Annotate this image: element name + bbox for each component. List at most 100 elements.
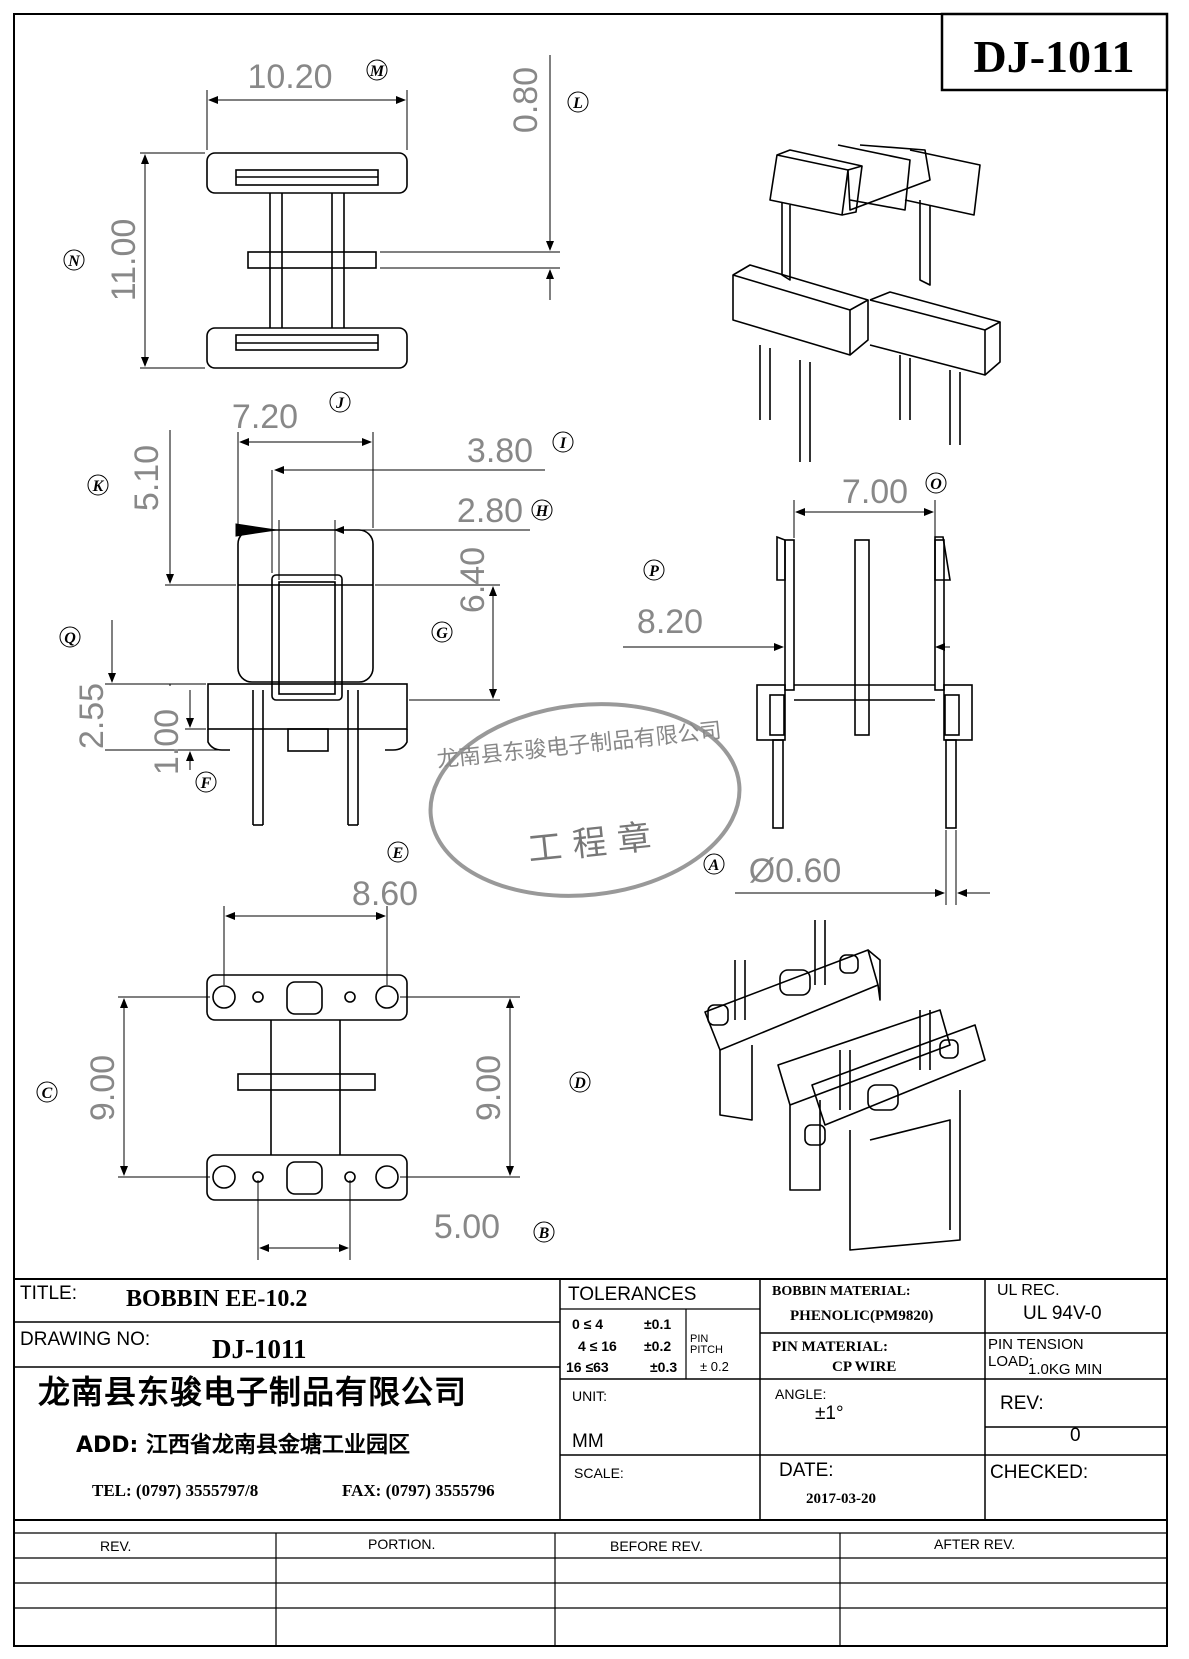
dim-g: 6.40 xyxy=(454,547,492,613)
callout-c: C xyxy=(36,1081,58,1103)
callout-f: F xyxy=(195,771,217,793)
portion-col-header: PORTION. xyxy=(368,1536,436,1552)
dim-d: 9.00 xyxy=(470,1055,508,1121)
callout-l-label: L xyxy=(572,95,583,112)
unit-value: MM xyxy=(572,1431,604,1452)
dim-m: 10.20 xyxy=(247,58,332,96)
tol-value-1: ±0.1 xyxy=(644,1316,672,1332)
checked-label: CHECKED: xyxy=(990,1462,1089,1483)
iso-view-bottom xyxy=(704,920,986,1251)
callout-j-label: J xyxy=(335,395,345,412)
callout-q: Q xyxy=(59,626,81,648)
drawing-no-value: DJ-1011 xyxy=(212,1334,307,1364)
dim-i: 3.80 xyxy=(467,432,533,470)
dim-p: 8.20 xyxy=(637,603,703,641)
callout-n-label: N xyxy=(67,253,81,270)
tol-range-3: 16 ≤63 xyxy=(566,1359,609,1375)
company-tel: TEL: (0797) 3555797/8 xyxy=(92,1481,259,1500)
side-view-dims xyxy=(105,430,545,770)
callout-h: H xyxy=(531,499,553,521)
load-value: 1.0KG MIN xyxy=(1028,1361,1103,1378)
callout-j: J xyxy=(329,391,351,413)
callout-d-label: D xyxy=(573,1075,586,1092)
dim-b: 5.00 xyxy=(434,1208,500,1246)
callout-p-label: P xyxy=(648,563,659,580)
dim-q: 2.55 xyxy=(73,683,111,749)
company-name: 龙南县东骏电子制品有限公司 xyxy=(38,1373,468,1411)
dim-j: 7.20 xyxy=(232,398,298,436)
callout-f-label: F xyxy=(200,775,212,792)
dim-f: 1.00 xyxy=(148,709,186,775)
dim-h: 2.80 xyxy=(457,492,523,530)
dim-k: 5.10 xyxy=(128,445,166,511)
callout-a: A xyxy=(703,853,725,875)
tolerances-label: TOLERANCES xyxy=(568,1284,697,1305)
rev-col-header: REV. xyxy=(100,1538,132,1554)
callout-k-label: K xyxy=(92,478,105,495)
pin-material-value: CP WIRE xyxy=(832,1359,897,1375)
ul-value: UL 94V-0 xyxy=(1023,1303,1102,1324)
end-view xyxy=(756,535,973,829)
callout-a-label: A xyxy=(708,857,720,874)
callout-i-label: I xyxy=(559,435,567,452)
company-stamp: 龙南县东骏电子制品有限公司 工 程 章 xyxy=(428,702,742,898)
callout-p: P xyxy=(643,559,665,581)
stamp-center: 工 程 章 xyxy=(526,817,653,870)
company-fax: FAX: (0797) 3555796 xyxy=(342,1481,495,1500)
callout-k: K xyxy=(87,474,109,496)
angle-label: ANGLE: xyxy=(775,1386,827,1402)
dim-e: 8.60 xyxy=(352,875,418,913)
callout-e: E xyxy=(387,841,409,863)
callout-d: D xyxy=(569,1071,591,1093)
load-label: LOAD: xyxy=(988,1353,1034,1370)
tol-range-2: 4 ≤ 16 xyxy=(578,1338,617,1354)
unit-label: UNIT: xyxy=(572,1388,607,1404)
end-view-dims xyxy=(623,500,990,905)
dim-c: 9.00 xyxy=(84,1055,122,1121)
callout-m-label: M xyxy=(369,63,385,80)
pin-pitch-value: ± 0.2 xyxy=(700,1359,729,1374)
tol-range-1: 0 ≤ 4 xyxy=(572,1316,604,1332)
scale-label: SCALE: xyxy=(574,1465,624,1481)
callouts: M L N J I K H G Q F O P E A C D B xyxy=(36,59,947,1243)
callout-b: B xyxy=(533,1221,555,1243)
title-value: BOBBIN EE-10.2 xyxy=(126,1286,308,1312)
date-value: 2017-03-20 xyxy=(806,1491,876,1507)
angle-value: ±1° xyxy=(815,1403,844,1424)
callout-g: G xyxy=(431,621,453,643)
tol-value-3: ±0.3 xyxy=(650,1359,678,1375)
sheet-border xyxy=(13,13,1168,1647)
callout-b-label: B xyxy=(538,1225,550,1242)
after-rev-col-header: AFTER REV. xyxy=(934,1536,1016,1552)
callout-n: N xyxy=(63,249,85,271)
tol-value-2: ±0.2 xyxy=(644,1338,672,1354)
rev-value: 0 xyxy=(1070,1425,1081,1446)
title-block-grid xyxy=(14,1278,1167,1646)
stamp-company: 龙南县东骏电子制品有限公司 xyxy=(436,718,723,773)
bottom-view-dims xyxy=(118,906,520,1260)
iso-view-top xyxy=(732,144,1001,462)
front-view xyxy=(206,152,408,369)
pin-tension-label: PIN TENSION xyxy=(988,1336,1084,1353)
bobbin-material-label: BOBBIN MATERIAL: xyxy=(772,1284,911,1299)
before-rev-col-header: BEFORE REV. xyxy=(610,1538,703,1554)
callout-e-label: E xyxy=(392,845,404,862)
front-view-dims xyxy=(140,55,560,369)
rev-label: REV: xyxy=(1000,1393,1044,1414)
pin-pitch-label: PIN PITCH xyxy=(690,1333,723,1356)
side-view xyxy=(207,529,408,826)
callout-q-label: Q xyxy=(64,630,76,647)
date-label: DATE: xyxy=(779,1460,834,1481)
callout-h-label: H xyxy=(535,503,549,520)
company-address: ADD: 江西省龙南县金塘工业园区 xyxy=(76,1433,411,1458)
ul-label: UL REC. xyxy=(997,1282,1060,1299)
bobbin-material-value: PHENOLIC(PM9820) xyxy=(790,1308,934,1324)
callout-m: M xyxy=(366,59,388,81)
callout-c-label: C xyxy=(42,1085,53,1102)
dim-l: 0.80 xyxy=(507,67,545,133)
callout-o-label: O xyxy=(930,476,942,493)
drawing-code: DJ-1011 xyxy=(974,31,1135,82)
callout-o: O xyxy=(925,472,947,494)
callout-l: L xyxy=(567,91,589,113)
